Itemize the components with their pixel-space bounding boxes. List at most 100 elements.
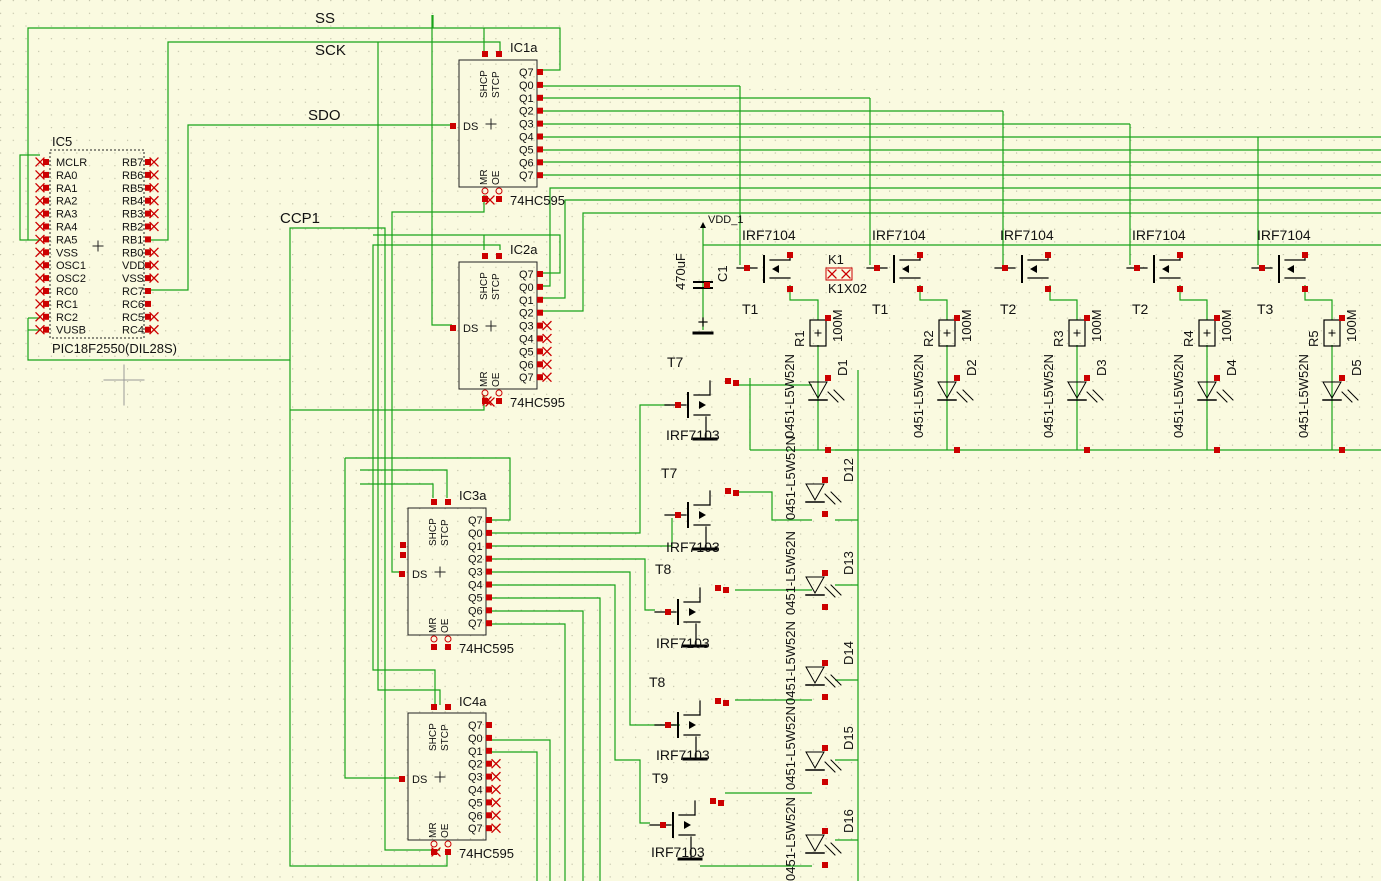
no-connect-mark bbox=[491, 810, 501, 821]
pin-pad bbox=[725, 378, 731, 384]
pin-pad bbox=[1339, 315, 1345, 321]
sr-pin-label: Q5 bbox=[519, 346, 534, 358]
led-value: 0451-L5W52N bbox=[911, 354, 926, 438]
sr-pin-label: Q2 bbox=[519, 308, 534, 320]
sr-pin-label: Q6 bbox=[519, 157, 534, 169]
no-connect-mark bbox=[35, 234, 45, 245]
sr-pin-label: Q7 bbox=[468, 823, 483, 835]
pin-pad bbox=[1045, 252, 1051, 258]
pin-pad bbox=[822, 828, 828, 834]
wire bbox=[490, 739, 551, 881]
net-label-sck: SCK bbox=[315, 42, 346, 59]
nfet-name: T1 bbox=[872, 301, 889, 317]
pfet-value: IRF7103 bbox=[651, 844, 705, 860]
pin-pad bbox=[822, 779, 828, 785]
no-connect-mark bbox=[35, 208, 45, 219]
sr-pin-label: Q7 bbox=[519, 170, 534, 182]
no-connect-mark bbox=[542, 346, 552, 357]
ic5-pin-label: RB7 bbox=[122, 157, 143, 169]
led-ray bbox=[824, 761, 836, 773]
pin-pad bbox=[43, 288, 49, 294]
sr-pin-label: Q0 bbox=[519, 80, 534, 92]
pin-pad bbox=[822, 745, 828, 751]
ic5-pin-label: RB4 bbox=[122, 196, 143, 208]
pin-pad bbox=[145, 249, 151, 256]
pin-pad bbox=[486, 773, 492, 780]
pin-pad bbox=[43, 275, 49, 282]
nfet-arrow bbox=[772, 265, 779, 273]
pin-pad bbox=[710, 798, 716, 804]
pin-pad bbox=[486, 620, 492, 627]
wire bbox=[789, 285, 819, 320]
sr-pin-label: STCP bbox=[491, 71, 502, 98]
pin-pad bbox=[486, 722, 492, 728]
led-ray bbox=[830, 842, 842, 854]
vdd-label: VDD_1 bbox=[708, 214, 743, 226]
pin-pad bbox=[145, 223, 151, 230]
ic5-value: PIC18F2550(DIL28S) bbox=[52, 341, 177, 356]
pin-pad bbox=[1177, 252, 1183, 258]
pin-pad bbox=[486, 581, 492, 588]
pin-pad bbox=[537, 296, 543, 303]
sr-pin-label: Q1 bbox=[519, 93, 534, 105]
pin-pad bbox=[1002, 265, 1008, 271]
ic5-body bbox=[49, 149, 145, 339]
led-ray bbox=[1341, 391, 1353, 403]
pin-pad bbox=[400, 552, 406, 558]
ic5-pin-label: RA1 bbox=[56, 183, 77, 195]
sr-pin-label: Q6 bbox=[519, 359, 534, 371]
pin-pad bbox=[725, 488, 731, 494]
sr-pin-label: Q1 bbox=[519, 295, 534, 307]
pin-pad bbox=[431, 644, 437, 650]
pin-pad bbox=[486, 799, 492, 806]
sr-pin-label: SHCP bbox=[428, 723, 439, 751]
nfet-value: IRF7104 bbox=[742, 227, 796, 243]
no-connect-mark bbox=[35, 273, 45, 284]
pin-pad bbox=[822, 477, 828, 483]
pin-pad bbox=[486, 812, 492, 819]
led-ray bbox=[830, 584, 842, 596]
led-body bbox=[1067, 381, 1087, 400]
net-sck-drop bbox=[377, 42, 441, 705]
sr-pin-label: Q7 bbox=[519, 269, 534, 281]
pin-pad bbox=[43, 249, 49, 256]
pin-pad bbox=[43, 326, 49, 333]
pin-pad bbox=[482, 51, 488, 57]
sr-pin-label: Q7 bbox=[468, 618, 483, 630]
nfet-name: T1 bbox=[742, 301, 759, 317]
pin-pad bbox=[445, 704, 451, 710]
pfet-arrow bbox=[689, 608, 696, 616]
pin-pad bbox=[787, 252, 793, 258]
ic5-pin-label: RA2 bbox=[56, 196, 77, 208]
no-connect-mark bbox=[149, 247, 159, 258]
pin-pad bbox=[43, 223, 49, 230]
resistor-value: 100M bbox=[959, 309, 974, 342]
pin-pad bbox=[43, 313, 49, 320]
sr-pin-label: SHCP bbox=[479, 70, 490, 98]
no-connect-mark bbox=[35, 182, 45, 193]
sr-pin-label: DS bbox=[412, 774, 427, 786]
inv-pin bbox=[444, 840, 452, 848]
pin-pad bbox=[822, 660, 828, 666]
ic5-pin-label: RA3 bbox=[56, 209, 77, 221]
led-value: 0451-L5W52N bbox=[1041, 354, 1056, 438]
sr-pin-label: MR bbox=[428, 617, 439, 633]
pfet-name: T7 bbox=[661, 465, 678, 481]
wire bbox=[540, 199, 1381, 299]
resistor-value: 100M bbox=[1219, 309, 1234, 342]
led-name: D12 bbox=[841, 458, 856, 482]
wire bbox=[735, 491, 812, 521]
wire bbox=[289, 360, 448, 867]
pin-pad bbox=[1339, 447, 1345, 453]
led-ray bbox=[962, 389, 974, 401]
inv-pin bbox=[430, 840, 438, 848]
sr-pin-label: Q4 bbox=[519, 132, 534, 144]
pin-pad bbox=[450, 123, 456, 129]
pin-pad bbox=[537, 81, 543, 88]
no-connect-mark bbox=[542, 372, 552, 383]
sr-pin-label: Q3 bbox=[519, 321, 534, 333]
pin-pad bbox=[665, 722, 671, 728]
wire bbox=[345, 457, 511, 521]
sr-pin-label: Q7 bbox=[519, 67, 534, 79]
